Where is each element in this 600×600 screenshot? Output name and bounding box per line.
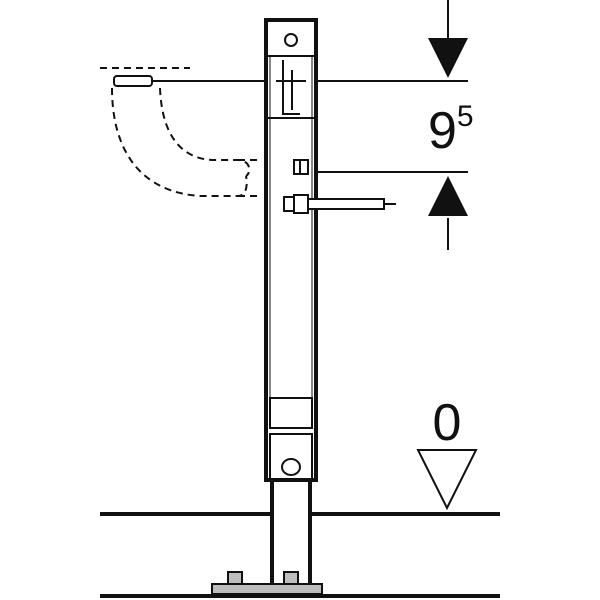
drain-pipe-dashed: [100, 67, 262, 197]
bolt-left: [227, 571, 243, 585]
level-triangle-icon: [416, 449, 478, 511]
mount-hole-bottom: [281, 458, 301, 476]
bolt-right: [283, 571, 299, 585]
base-plate: [211, 571, 323, 595]
floor-lines: [100, 512, 500, 598]
floor-level-label: 0: [433, 394, 462, 452]
dimension-superscript: 5: [457, 100, 474, 133]
dimension-lines: [316, 0, 468, 250]
arrow-down-icon: [428, 38, 468, 78]
dimension-main: 9: [428, 102, 457, 160]
dimension-value: 95: [428, 100, 474, 160]
column-lower-block: [269, 397, 313, 481]
mount-hole-top: [284, 33, 298, 47]
side-fitting: [283, 194, 396, 214]
frame-foot: [270, 478, 312, 588]
arrow-up-icon: [428, 176, 468, 216]
mid-fitting: [293, 159, 309, 175]
pipe-bracket: [276, 60, 306, 115]
